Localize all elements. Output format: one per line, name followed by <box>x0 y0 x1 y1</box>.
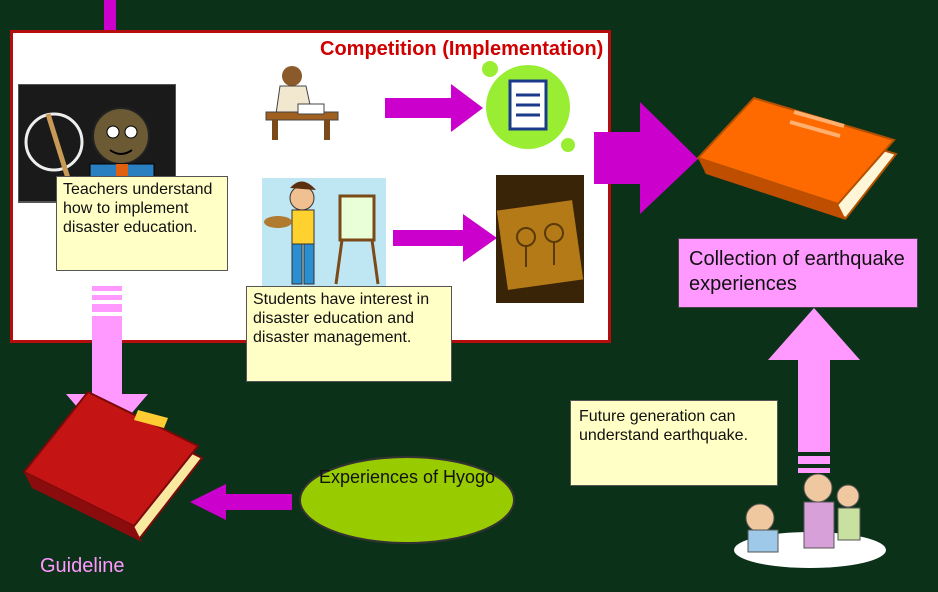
arrow-to-document <box>385 84 483 132</box>
experiences-label: Experiences of Hyogo <box>318 467 496 487</box>
student-note: Students have interest in disaster educa… <box>246 286 452 382</box>
guideline-label: Guideline <box>40 555 125 577</box>
arrow-to-collection <box>594 102 698 214</box>
painter-clipart <box>262 178 386 286</box>
future-note: Future generation can understand earthqu… <box>570 400 778 486</box>
collection-label: Collection of earthquake experiences <box>678 238 918 308</box>
document-icon <box>482 61 575 152</box>
guideline-book-icon <box>22 390 204 542</box>
future-up-arrow <box>768 308 860 473</box>
teacher-note: Teachers understand how to implement dis… <box>56 176 228 271</box>
arrow-to-guideline <box>190 484 292 520</box>
arrow-to-drawing <box>393 214 497 262</box>
writing-student-clipart <box>265 66 339 140</box>
competition-title: Competition (Implementation) <box>320 38 604 60</box>
child-drawing-image <box>496 175 584 303</box>
elders-children-clipart <box>734 473 886 568</box>
collection-book-icon <box>696 96 898 220</box>
experiences-oval <box>299 456 515 544</box>
